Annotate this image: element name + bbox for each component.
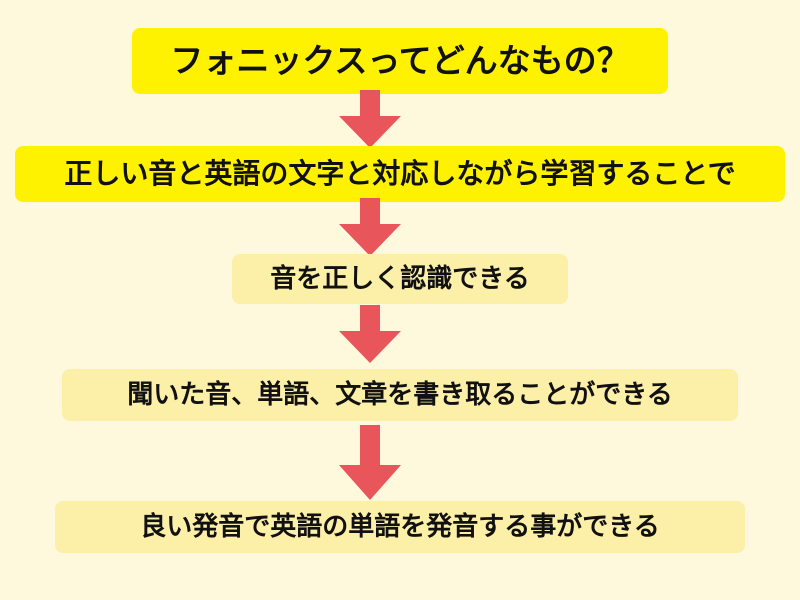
step-box-recognize: 音を正しく認識できる: [232, 254, 568, 304]
step-text-dictation: 聞いた音、単語、文章を書き取ることができる: [127, 380, 673, 410]
question-title-text: フォニックスってどんなもの？: [170, 41, 630, 80]
arrow-down-icon: [339, 198, 401, 256]
arrow-down-icon: [339, 305, 401, 363]
question-title-box: フォニックスってどんなもの？: [132, 28, 668, 94]
step-text-recognize: 音を正しく認識できる: [270, 264, 530, 294]
step-box-pronunciation: 良い発音で英語の単語を発音する事ができる: [55, 501, 745, 553]
step-text-pronunciation: 良い発音で英語の単語を発音する事ができる: [140, 512, 660, 542]
step-box-learning: 正しい音と英語の文字と対応しながら学習することで: [15, 146, 785, 202]
step-text-learning: 正しい音と英語の文字と対応しながら学習することで: [64, 157, 736, 190]
step-box-dictation: 聞いた音、単語、文章を書き取ることができる: [62, 369, 738, 421]
arrow-down-icon: [339, 90, 401, 148]
arrow-down-icon: [339, 425, 401, 500]
